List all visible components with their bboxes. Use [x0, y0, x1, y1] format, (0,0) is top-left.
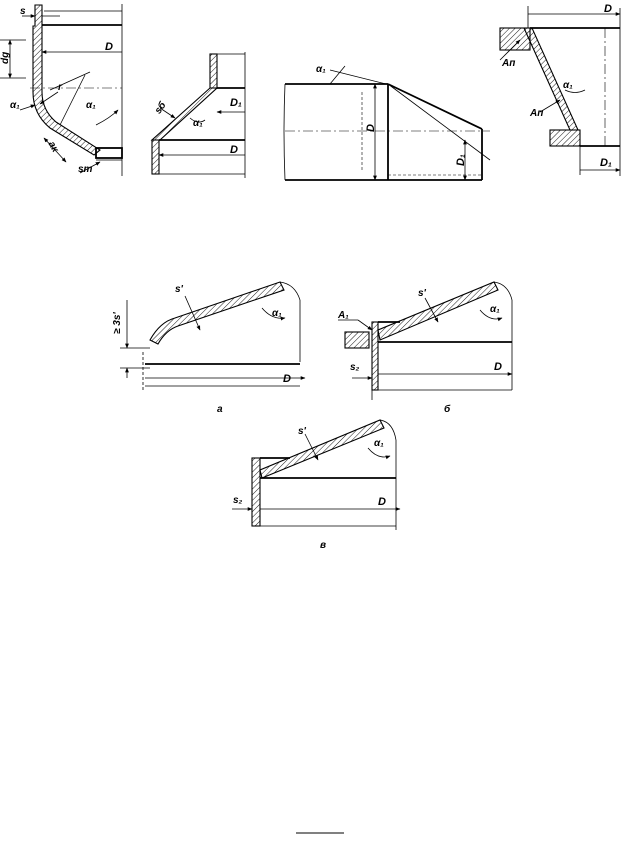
label-s-t: sт	[78, 164, 93, 175]
label-D: D	[378, 496, 386, 508]
label-s2: s₂	[233, 495, 243, 506]
figure-b: A₁ s' α₁ s₂ D б	[337, 281, 513, 415]
label-alpha-1: α₁	[272, 308, 282, 319]
label-alpha-1: α₁	[563, 80, 573, 91]
label-D1: D₁	[230, 97, 242, 109]
label-A1: A₁	[337, 310, 349, 321]
label-alpha-1: α₁	[10, 100, 20, 111]
label-D1: D₁	[600, 157, 612, 169]
caption-b: б	[444, 403, 451, 415]
label-D: D	[283, 373, 291, 385]
figure-plain-cone: α₁ D D₁	[283, 64, 491, 181]
label-A-n-bottom: Aп	[529, 108, 543, 119]
label-s-prime: s'	[175, 284, 184, 295]
label-s: s	[20, 6, 26, 17]
label-s-b: sб	[152, 99, 169, 116]
figure-a: s' α₁ ≥ 3s' D а	[112, 281, 306, 415]
label-D: D	[604, 3, 612, 15]
caption-a: а	[217, 404, 223, 415]
figure-v: s' α₁ s₂ D в	[232, 419, 401, 551]
label-D1: D₁	[455, 154, 467, 166]
figure-cone-flange: sб D₁ α₁ D	[150, 52, 246, 178]
label-s-prime: s'	[298, 426, 307, 437]
label-s2: s₂	[350, 362, 360, 373]
label-D: D	[365, 124, 377, 132]
label-s-prime: s'	[418, 288, 427, 299]
label-d-s: dg	[0, 52, 11, 64]
label-alpha-1: α₁	[374, 438, 384, 449]
label-A-n-top: Aп	[501, 58, 515, 69]
label-alpha-1: α₁	[193, 118, 203, 129]
label-r: r	[58, 82, 63, 93]
label-alpha-1: α₁	[316, 64, 326, 75]
caption-v: в	[320, 540, 326, 551]
label-D: D	[494, 361, 502, 373]
label-alpha-1-b: α₁	[86, 100, 96, 111]
figure-curved-transition: s D dg r α₁ α₁ aк sт	[0, 4, 123, 176]
figure-cone-rings: D Aп α₁ Aп D₁	[499, 3, 621, 176]
label-D: D	[230, 144, 238, 156]
label-D: D	[105, 41, 113, 53]
label-min-dim: ≥ 3s'	[112, 312, 123, 334]
label-alpha-1: α₁	[490, 304, 500, 315]
